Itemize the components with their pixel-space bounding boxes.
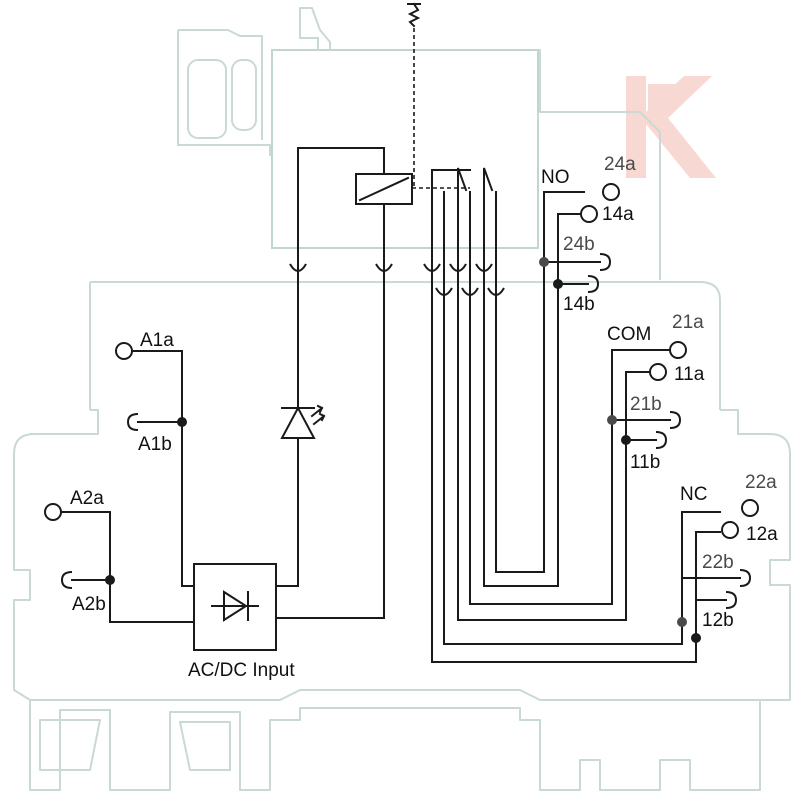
input-label: AC/DC Input bbox=[188, 660, 295, 681]
label-14a: 14a bbox=[602, 204, 634, 225]
relay-housing-outline bbox=[13, 7, 791, 791]
label-nc: NC bbox=[680, 484, 707, 505]
com-contact-group bbox=[607, 341, 687, 449]
label-22a: 22a bbox=[745, 472, 777, 493]
relay-switch-contacts bbox=[412, 167, 497, 281]
no-contact-group bbox=[539, 183, 620, 293]
label-22b: 22b bbox=[702, 552, 734, 573]
terminal-12a bbox=[721, 521, 739, 539]
terminal-21a bbox=[669, 341, 687, 359]
label-11a: 11a bbox=[674, 364, 705, 385]
bridge-rectangifier-icon bbox=[193, 563, 385, 651]
label-24b: 24b bbox=[563, 234, 595, 255]
contact-routing-wires bbox=[431, 191, 721, 663]
relay-coil-icon bbox=[297, 147, 413, 263]
test-lead-indicator bbox=[407, 2, 421, 186]
label-21a: 21a bbox=[672, 312, 704, 333]
terminal-24a bbox=[602, 183, 620, 201]
label-com: COM bbox=[607, 324, 651, 345]
label-14b: 14b bbox=[563, 294, 595, 315]
terminal-a1a bbox=[115, 342, 133, 360]
label-a2b: A2b bbox=[72, 594, 106, 615]
coil-terminal-group bbox=[44, 342, 195, 623]
terminal-14a bbox=[580, 205, 598, 223]
label-no: NO bbox=[541, 167, 570, 188]
nc-contact-group bbox=[677, 499, 759, 643]
label-a1b: A1b bbox=[138, 434, 172, 455]
label-11b: 11b bbox=[630, 452, 660, 473]
label-a1a: A1a bbox=[140, 330, 174, 351]
led-icon bbox=[280, 271, 326, 587]
label-12b: 12b bbox=[702, 610, 734, 631]
terminal-11a bbox=[649, 363, 667, 381]
brand-logo-k bbox=[626, 76, 716, 178]
relay-module-box bbox=[271, 49, 539, 249]
label-24a: 24a bbox=[604, 154, 636, 175]
label-a2a: A2a bbox=[70, 488, 104, 509]
relay-pin-sockets bbox=[289, 262, 505, 296]
label-21b: 21b bbox=[630, 394, 662, 415]
terminal-22a bbox=[741, 499, 759, 517]
terminal-a2a bbox=[44, 503, 62, 521]
label-12a: 12a bbox=[746, 524, 778, 545]
